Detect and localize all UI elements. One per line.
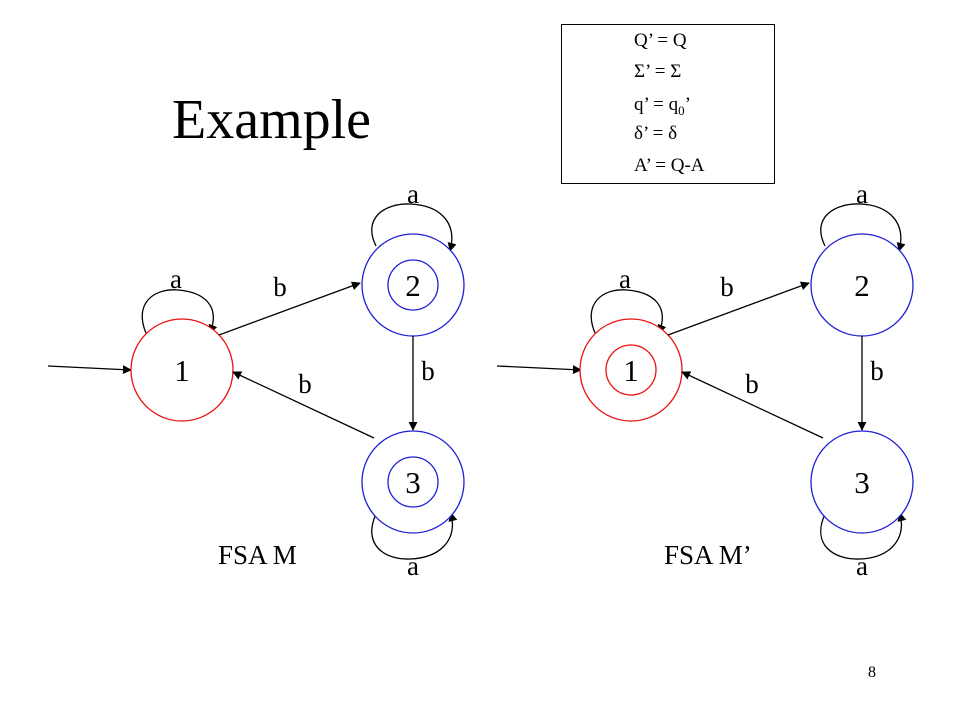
loop-arrow-state-2 [371, 203, 457, 252]
label-edge-2-3: b [870, 356, 884, 386]
label-edge-2-3: b [421, 356, 435, 386]
def-start-suffix: ’ [684, 94, 691, 115]
slide-title: Example [172, 89, 372, 151]
state-3-label: 3 [405, 465, 421, 500]
def-q-set: Q’ = Q [634, 30, 687, 51]
start-arrow [47, 365, 132, 375]
state-2-label: 2 [405, 268, 421, 303]
state-1-circle [579, 318, 683, 422]
state-2-accept-ring [387, 259, 439, 311]
def-start-sub: 0 [678, 102, 685, 118]
caption-fsa-m-prime: FSA M’ [664, 540, 752, 570]
edge-1-to-2 [667, 281, 810, 336]
start-arrow [496, 365, 582, 375]
label-loop-2: a [856, 179, 868, 209]
label-loop-2: a [407, 179, 419, 209]
edge-1-to-2 [218, 281, 361, 336]
state-3-accept-ring [387, 456, 439, 508]
fsa-m-prime: 1 2 3 a b a b b a FSA M’ [496, 179, 914, 581]
label-loop-1: a [619, 264, 631, 294]
page-number: 8 [868, 664, 876, 681]
state-3-label: 3 [854, 465, 870, 500]
state-3-circle [810, 430, 914, 534]
state-2-label: 2 [854, 268, 870, 303]
def-start-prefix: q’ = q [634, 94, 679, 115]
state-3-circle [361, 430, 465, 534]
def-accept: A’ = Q-A [634, 155, 705, 176]
label-loop-3: a [856, 551, 868, 581]
state-1-circle [130, 318, 234, 422]
loop-arrow-state-1 [590, 289, 667, 334]
state-1-accept-ring [605, 344, 657, 396]
label-loop-3: a [407, 551, 419, 581]
loop-arrow-state-2 [820, 203, 906, 252]
loop-arrow-state-3 [820, 512, 907, 560]
fsa-m: 1 2 3 a b a b b a FSA M [47, 179, 465, 581]
def-start-state: q’ = q0’ [634, 95, 691, 117]
edge-3-to-1 [232, 371, 375, 439]
label-edge-1-2: b [273, 272, 287, 302]
caption-fsa-m: FSA M [218, 540, 297, 570]
label-edge-3-1: b [745, 369, 759, 399]
loop-arrow-state-1 [141, 289, 218, 334]
definitions-box: Q’ = Q Σ’ = Σ q’ = q0’ δ’ = δ A’ = Q-A [561, 24, 775, 184]
label-edge-1-2: b [720, 272, 734, 302]
edge-3-to-1 [681, 371, 824, 439]
def-delta: δ’ = δ [634, 123, 678, 144]
state-1-label: 1 [174, 353, 190, 388]
def-sigma: Σ’ = Σ [634, 61, 682, 82]
label-edge-3-1: b [298, 369, 312, 399]
state-1-label: 1 [623, 353, 639, 388]
loop-arrow-state-3 [371, 512, 458, 560]
label-loop-1: a [170, 264, 182, 294]
